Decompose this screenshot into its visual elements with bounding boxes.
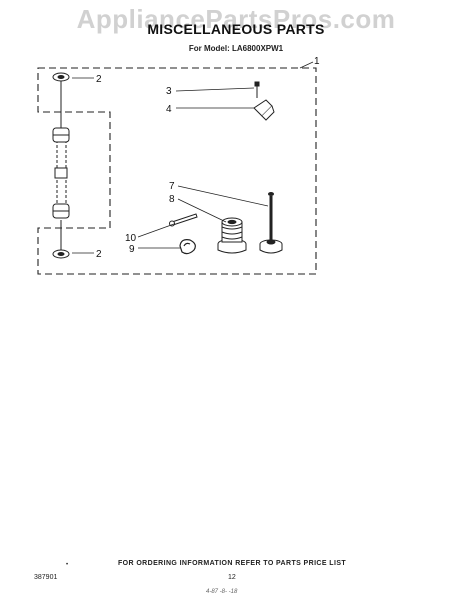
screw-part (254, 81, 260, 98)
date-stamp: 4-87 -8- -18 (206, 589, 238, 595)
spring-foot-part (217, 217, 247, 254)
leveling-leg-part (259, 192, 283, 254)
watermark: AppliancePartsPros.com (76, 4, 396, 34)
callout-4: 4 (166, 104, 172, 115)
washer-bottom (52, 249, 70, 259)
callout-1: 1 (314, 56, 320, 67)
footer-bullet: • (66, 562, 69, 568)
ring-clip-part (179, 239, 196, 255)
callout-10: 10 (125, 233, 137, 244)
callout-3: 3 (166, 86, 172, 97)
page-number: 12 (228, 574, 236, 581)
callout-8: 8 (169, 194, 175, 205)
diagram-boundary (37, 67, 317, 275)
callout-7: 7 (169, 181, 175, 192)
callout-2-bottom: 2 (96, 249, 102, 260)
model-subtitle: For Model: LA6800XPW1 (188, 44, 284, 53)
clip-part (253, 99, 275, 121)
page-title: MISCELLANEOUS PARTS (147, 21, 325, 37)
washer-top (52, 72, 70, 82)
callout-9: 9 (129, 244, 135, 255)
document-number: 387901 (34, 574, 58, 581)
ordering-note: FOR ORDERING INFORMATION REFER TO PARTS … (118, 560, 347, 567)
leader-lines (72, 61, 314, 254)
callout-2-top: 2 (96, 74, 102, 85)
hose-assembly (52, 80, 70, 252)
